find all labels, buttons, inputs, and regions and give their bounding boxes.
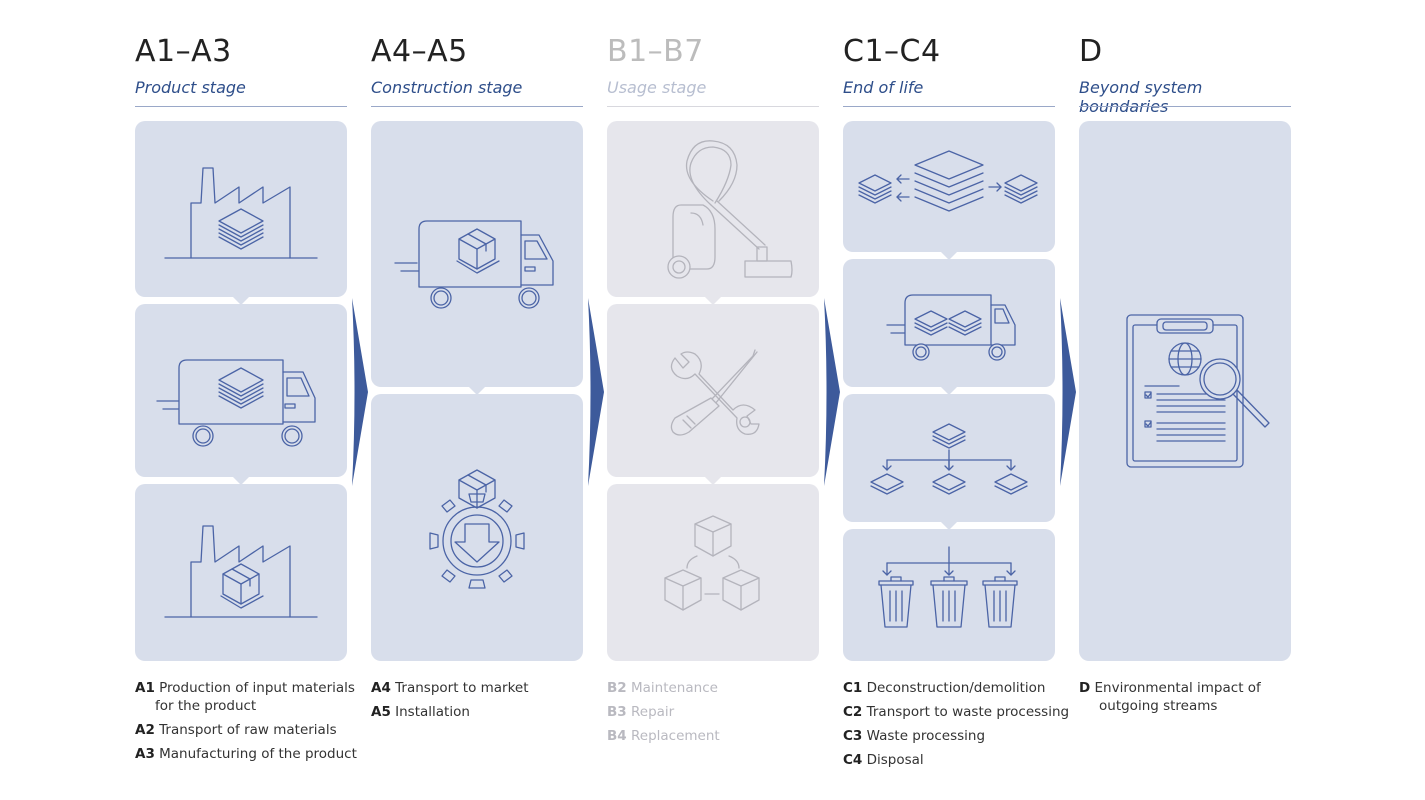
legend-item: A2 Transport of raw materials: [135, 722, 337, 738]
connector-notch: [941, 252, 957, 260]
legend-construction: A4 Transport to market A5 Installation: [371, 679, 601, 727]
clipboard-magnifier-globe-icon: [1126, 314, 1270, 468]
stage-arrow: [824, 298, 840, 486]
card-a4: [371, 121, 583, 395]
divider: [843, 106, 1055, 107]
card-a5: [371, 394, 583, 661]
connector-notch: [469, 387, 485, 395]
legend-item: C2 Transport to waste processing: [843, 704, 1070, 720]
factory-with-box-icon: [164, 525, 318, 618]
legend-beyond: D Environmental impact of outgoing strea…: [1079, 679, 1309, 721]
stage-arrow: [588, 298, 604, 486]
connector-notch: [941, 522, 957, 530]
gear-with-box-download-icon: [429, 469, 525, 589]
stage-code: D: [1079, 34, 1103, 69]
legend-product: A1 Production of input materials for the…: [135, 679, 365, 769]
legend-end-of-life: C1 Deconstruction/demolition C2 Transpor…: [843, 679, 1073, 775]
truck-with-material-stack-icon: [156, 359, 316, 447]
divider: [1079, 106, 1291, 107]
connector-notch: [233, 297, 249, 305]
legend-item: A4 Transport to market: [371, 680, 529, 696]
card-c4: [843, 529, 1055, 661]
card-a3: [135, 484, 347, 661]
stage-title: Beyond system boundaries: [1079, 78, 1203, 116]
stacked-boxes-icon: [664, 515, 760, 611]
factory-with-material-stack-icon: [164, 167, 318, 259]
divider: [607, 106, 819, 107]
legend-item: B2 Maintenance: [607, 680, 718, 696]
card-c1: [843, 121, 1055, 260]
truck-with-layers-icon: [886, 294, 1016, 361]
stage-title: End of life: [843, 78, 924, 97]
sorting-tree-icon: [870, 423, 1028, 495]
card-c2: [843, 259, 1055, 395]
legend-item: C1 Deconstruction/demolition: [843, 680, 1046, 696]
legend-item: A3 Manufacturing of the product: [135, 746, 357, 762]
stage-code: C1–C4: [843, 34, 941, 69]
legend-item: C3 Waste processing: [843, 728, 986, 744]
card-c3: [843, 394, 1055, 530]
legend-item: B3 Repair: [607, 704, 675, 720]
connector-notch: [941, 387, 957, 395]
stage-title: Construction stage: [371, 78, 523, 97]
layers-separation-icon: [858, 150, 1038, 212]
legend-item: B4 Replacement: [607, 728, 720, 744]
truck-with-box-icon: [394, 220, 554, 309]
stage-title: Product stage: [135, 78, 246, 97]
legend-item: A5 Installation: [371, 704, 470, 720]
stage-arrow: [1060, 298, 1076, 486]
card-a2: [135, 304, 347, 485]
divider: [371, 106, 583, 107]
stage-code: A1–A3: [135, 34, 232, 69]
legend-item: C4 Disposal: [843, 752, 924, 768]
card-b2: [607, 121, 819, 305]
stage-code: B1–B7: [607, 34, 704, 69]
legend-usage: B2 Maintenance B3 Repair B4 Replacement: [607, 679, 837, 751]
card-b3: [607, 304, 819, 485]
connector-notch: [705, 297, 721, 305]
vacuum-cleaner-icon: [667, 140, 793, 279]
divider: [135, 106, 347, 107]
card-d: [1079, 121, 1291, 661]
wrench-screwdriver-icon: [670, 349, 760, 436]
connector-notch: [705, 477, 721, 485]
connector-notch: [233, 477, 249, 485]
waste-bins-icon: [878, 546, 1018, 628]
stage-arrow: [352, 298, 368, 486]
card-b4: [607, 484, 819, 661]
legend-item: A1 Production of input materials for the…: [135, 680, 355, 714]
stage-code: A4–A5: [371, 34, 468, 69]
card-a1: [135, 121, 347, 305]
legend-item: D Environmental impact of outgoing strea…: [1079, 680, 1261, 714]
stage-title: Usage stage: [607, 78, 707, 97]
